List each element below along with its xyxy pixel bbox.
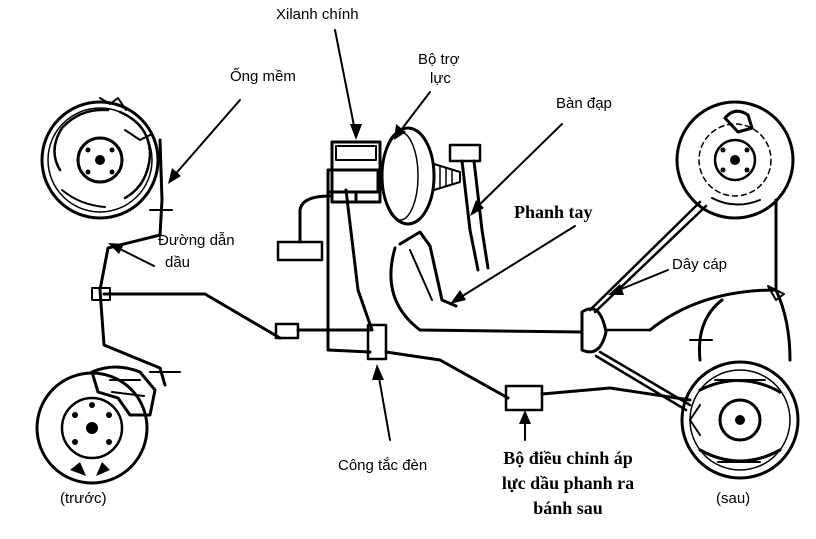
rear-left-brake-assembly — [675, 100, 795, 220]
brake-lines — [91, 138, 792, 412]
label-hose: Ống mềm — [230, 68, 296, 85]
label-oil-line1: Đường dẫn — [158, 232, 235, 249]
label-light-switch: Công tắc đèn — [338, 457, 428, 474]
label-rear: (sau) — [716, 490, 751, 507]
leader-arrows — [108, 29, 669, 441]
master-cylinder-body — [326, 140, 382, 204]
fluid-reservoir — [276, 194, 332, 262]
label-booster-line2: lực — [430, 70, 451, 87]
label-booster-line1: Bộ trợ — [418, 51, 460, 68]
label-regulator-line2: lực dầu phanh ra — [501, 473, 635, 493]
label-front: (trước) — [60, 490, 107, 507]
front-right-brake-assembly — [35, 365, 157, 485]
label-pedal: Bàn đạp — [556, 95, 612, 112]
handbrake-lever — [398, 230, 458, 308]
rear-right-brake-assembly — [680, 360, 800, 480]
label-oil-line2: dầu — [165, 254, 191, 271]
label-regulator-line3: bánh sau — [533, 498, 603, 518]
label-handbrake: Phanh tay — [514, 202, 593, 222]
label-master-cylinder: Xilanh chính — [276, 6, 359, 23]
brake-pedal — [448, 143, 490, 272]
label-regulator-line1: Bộ điều chỉnh áp — [503, 448, 633, 468]
brake-booster — [380, 126, 461, 226]
label-cable: Dây cáp — [672, 256, 728, 273]
front-left-brake-assembly — [40, 97, 160, 220]
